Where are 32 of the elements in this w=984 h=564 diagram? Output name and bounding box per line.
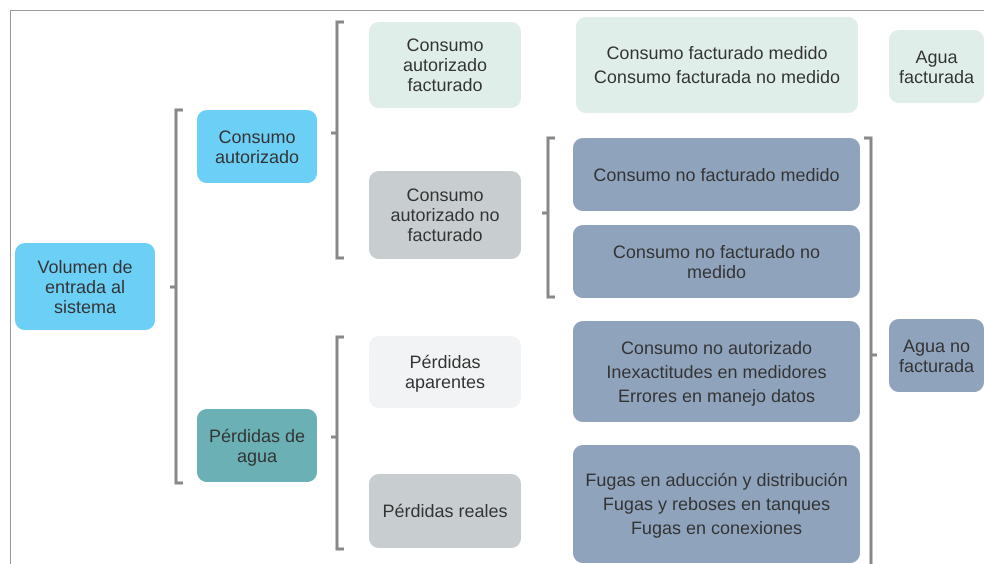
box-label: Agua no facturada: [898, 336, 974, 376]
category-box: [197, 110, 317, 183]
category-box: [369, 474, 521, 548]
category-box: [573, 321, 860, 422]
category-box: [15, 243, 155, 330]
category-box: [369, 171, 521, 259]
category-box: [576, 17, 858, 113]
category-box: [197, 409, 317, 482]
box-label: Volumen de entrada al sistema: [36, 256, 134, 316]
box-label: Consumo autorizado facturado: [402, 35, 488, 95]
box-label: Fugas y reboses en tanques: [602, 494, 830, 514]
box-label: Consumo autorizado no facturado: [389, 185, 501, 245]
box-label: Fugas en conexiones: [630, 518, 802, 538]
box-label: Consumo no facturado no medido: [612, 242, 822, 282]
category-box: [573, 445, 860, 563]
box-label: Inexactitudes en medidores: [606, 362, 827, 382]
category-box: [889, 30, 984, 103]
box-label: Consumo facturada no medido: [594, 67, 840, 87]
box-label: Consumo no facturado medido: [593, 164, 840, 184]
category-box: [369, 22, 521, 108]
box-label: Pérdidas de agua: [208, 426, 306, 466]
box-label: Pérdidas aparentes: [404, 352, 486, 392]
box-label: Consumo autorizado: [214, 126, 300, 166]
box-label: Errores en manejo datos: [618, 386, 816, 406]
category-box: [889, 319, 984, 392]
category-box: [573, 225, 860, 298]
box-label: Consumo facturado medido: [606, 43, 828, 63]
box-label: Consumo no autorizado: [620, 338, 812, 358]
box-label: Agua facturada: [898, 46, 974, 86]
box-label: Fugas en aducción y distribución: [585, 470, 848, 490]
box-label: Pérdidas reales: [382, 501, 508, 521]
category-box: [573, 138, 860, 211]
